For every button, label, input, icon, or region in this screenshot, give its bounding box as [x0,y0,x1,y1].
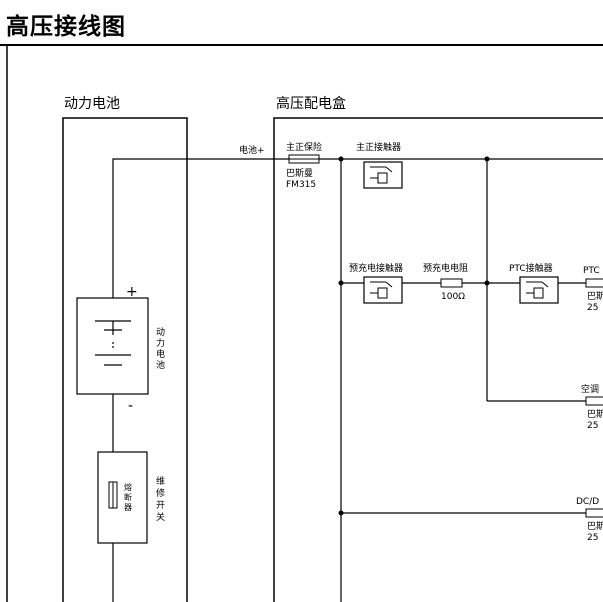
precharge-contactor [363,276,403,304]
ptc-fuse [585,278,603,288]
fuse-inner-label-1: 熔 [124,482,132,492]
dcdc-fuse [585,508,603,518]
battery-pack-label-2: 力 [156,337,165,349]
fuse-inner-label-2: 断 [124,492,132,502]
ptc-contactor-symbol [526,281,549,299]
ac-fuse-label: 空调 [581,383,599,395]
main-fuse-label: 主正保险 [286,141,322,153]
battery-negative-sign: - [128,398,133,414]
battery-positive-sign: + [126,284,138,300]
dcdc-fuse-label: DC/D [576,497,599,507]
service-switch-label-4: 关 [156,511,165,523]
service-switch-label-1: 维 [156,475,165,487]
service-switch-label-2: 修 [156,487,165,499]
junction-dots [338,156,490,516]
fuse-inner-label-3: 器 [124,503,132,512]
dcdc-fuse-brand: 巴斯 [587,520,603,532]
ptc-contactor-label: PTC接触器 [509,262,553,274]
page-title: 高压接线图 [6,14,126,40]
ac-fuse-value: 25 [587,421,598,431]
precharge-resistor-label: 预充电电阻 [423,262,468,274]
battery-box-label: 动力电池 [64,96,120,112]
battery-pack-label-4: 池 [156,359,165,371]
ac-fuse-brand: 巴斯 [587,408,603,420]
precharge-contactor-symbol [370,281,393,299]
pdu-box-label: 高压配电盒 [276,95,346,112]
main-contactor [363,161,403,189]
main-contactor-label: 主正接触器 [356,141,401,153]
pdu-box [273,117,603,602]
precharge-resistor-value: 100Ω [441,292,465,302]
dcdc-fuse-value: 25 [587,533,598,543]
ptc-fuse-brand: 巴斯 [587,290,603,302]
main-fuse-brand: 巴斯曼 [286,167,313,179]
battery-plus-label: 电池+ [239,144,265,156]
ac-fuse [585,396,603,406]
battery-pack-label-1: 动 [156,327,165,338]
battery-pack-label-3: 电 [156,348,165,360]
main-positive-wire [112,158,603,298]
battery-cell-symbol [95,320,131,366]
service-switch-label-3: 开 [156,500,165,511]
precharge-resistor [440,278,463,288]
ptc-fuse-label: PTC [583,266,600,276]
main-fuse-model: FM315 [286,180,316,190]
ptc-fuse-value: 25 [587,303,598,313]
precharge-contactor-label: 预充电接触器 [349,262,403,274]
ptc-contactor [519,276,559,304]
battery-box [62,117,188,602]
service-switch [97,451,148,544]
main-contactor-symbol [370,166,393,184]
